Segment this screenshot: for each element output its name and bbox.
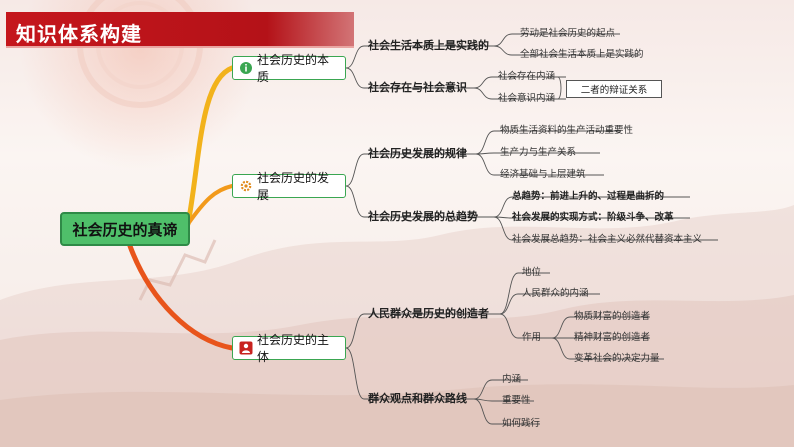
node-practice: 社会生活本质上是实践的 — [368, 39, 489, 52]
leaf-importance: 重要性 — [502, 395, 531, 406]
leaf-decisive-force: 变革社会的决定力量 — [574, 353, 660, 364]
page-title: 知识体系构建 — [16, 22, 142, 46]
leaf-status: 地位 — [522, 267, 542, 278]
leaf-how-practice: 如何践行 — [502, 418, 541, 429]
leaf-role: 作用 — [522, 332, 542, 343]
node-development-trend: 社会历史发展的总趋势 — [368, 210, 478, 223]
leaf-socialism-replaces: 社会发展总趋势：社会主义必然代替资本主义 — [512, 234, 703, 245]
info-circle-icon — [239, 61, 253, 75]
leaf-consciousness: 社会意识内涵 — [498, 93, 556, 104]
node-existence-consciousness: 社会存在与社会意识 — [368, 81, 467, 94]
title-banner: 知识体系构建 — [6, 12, 354, 46]
leaf-material-wealth: 物质财富的创造者 — [574, 311, 651, 322]
branch-essence-label: 社会历史的本质 — [257, 53, 330, 84]
leaf-people-meaning: 人民群众的内涵 — [522, 288, 589, 299]
node-development-law: 社会历史发展的规律 — [368, 147, 467, 160]
leaf-general-trend: 总趋势：前进上升的、过程是曲折的 — [512, 191, 665, 202]
node-people-creators: 人民群众是历史的创造者 — [368, 307, 489, 320]
leaf-existence: 社会存在内涵 — [498, 71, 556, 82]
title-underline — [6, 46, 354, 48]
leaf-labor-start: 劳动是社会历史的起点 — [520, 28, 616, 39]
leaf-realization-way: 社会发展的实现方式：阶级斗争、改革 — [512, 212, 674, 223]
branch-development: 社会历史的发展 — [232, 171, 346, 202]
leaf-material-production: 物质生活资料的生产活动重要性 — [500, 125, 634, 136]
leaf-all-practice: 全部社会生活本质上是实践的 — [520, 49, 644, 60]
leaf-productive-forces: 生产力与生产关系 — [500, 147, 577, 158]
dialectic-relation-box: 二者的辩证关系 — [566, 80, 662, 98]
leaf-spiritual-wealth: 精神财富的创造者 — [574, 332, 651, 343]
person-icon — [239, 341, 253, 355]
branch-essence: 社会历史的本质 — [232, 53, 346, 84]
root-node: 社会历史的真谛 — [60, 212, 190, 246]
leaf-economic-base: 经济基础与上层建筑 — [500, 169, 586, 180]
branch-development-label: 社会历史的发展 — [257, 171, 330, 202]
node-mass-line: 群众观点和群众路线 — [368, 392, 467, 405]
branch-subject: 社会历史的主体 — [232, 333, 346, 364]
gear-icon — [239, 179, 253, 193]
branch-subject-label: 社会历史的主体 — [257, 333, 330, 364]
leaf-mass-meaning: 内涵 — [502, 374, 522, 385]
